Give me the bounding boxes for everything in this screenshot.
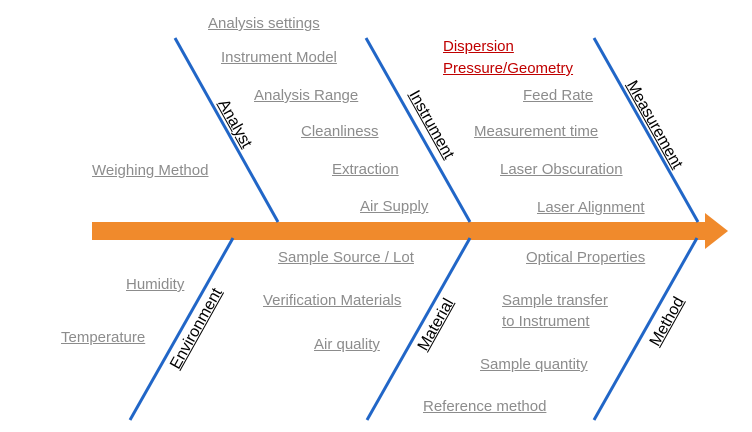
cause-verification-materials: Verification Materials: [263, 292, 402, 309]
cause-sample-quantity: Sample quantity: [480, 356, 588, 373]
cause-reference-method: Reference method: [423, 398, 547, 415]
cause-cleanliness: Cleanliness: [301, 123, 379, 140]
spine-arrow-body: [92, 222, 707, 240]
cause-optical-properties: Optical Properties: [526, 249, 646, 266]
cause-laser-alignment: Laser Alignment: [537, 199, 645, 216]
cause-instrument-model: Instrument Model: [221, 49, 337, 66]
cause-extraction: Extraction: [332, 161, 399, 178]
bone-measurement: [592, 37, 700, 223]
bone-analyst: [173, 37, 280, 223]
cause-feed-rate: Feed Rate: [523, 87, 594, 104]
cause-sample-transfer-line2: to Instrument: [502, 313, 590, 330]
cause-weighing-method: Weighing Method: [92, 162, 209, 179]
cause-laser-obscuration: Laser Obscuration: [500, 161, 623, 178]
cause-dispersion-line2: Pressure/Geometry: [443, 60, 574, 77]
cause-sample-transfer: Sample transfer: [502, 292, 608, 309]
cause-analysis-range: Analysis Range: [254, 87, 359, 104]
cause-dispersion: Dispersion: [443, 38, 514, 55]
cause-humidity: Humidity: [126, 276, 185, 293]
bone-instrument: [364, 37, 472, 223]
bone-method: [592, 237, 699, 421]
bone-material: [365, 237, 472, 421]
cause-temperature: Temperature: [61, 329, 146, 346]
spine-arrow-head: [705, 213, 728, 249]
bone-environment: [128, 237, 235, 421]
cause-air-quality: Air quality: [314, 336, 380, 353]
cause-measurement-time: Measurement time: [474, 123, 599, 140]
cause-sample-source: Sample Source / Lot: [278, 249, 414, 266]
cause-air-supply: Air Supply: [360, 198, 429, 215]
cause-analysis-settings: Analysis settings: [208, 15, 320, 32]
